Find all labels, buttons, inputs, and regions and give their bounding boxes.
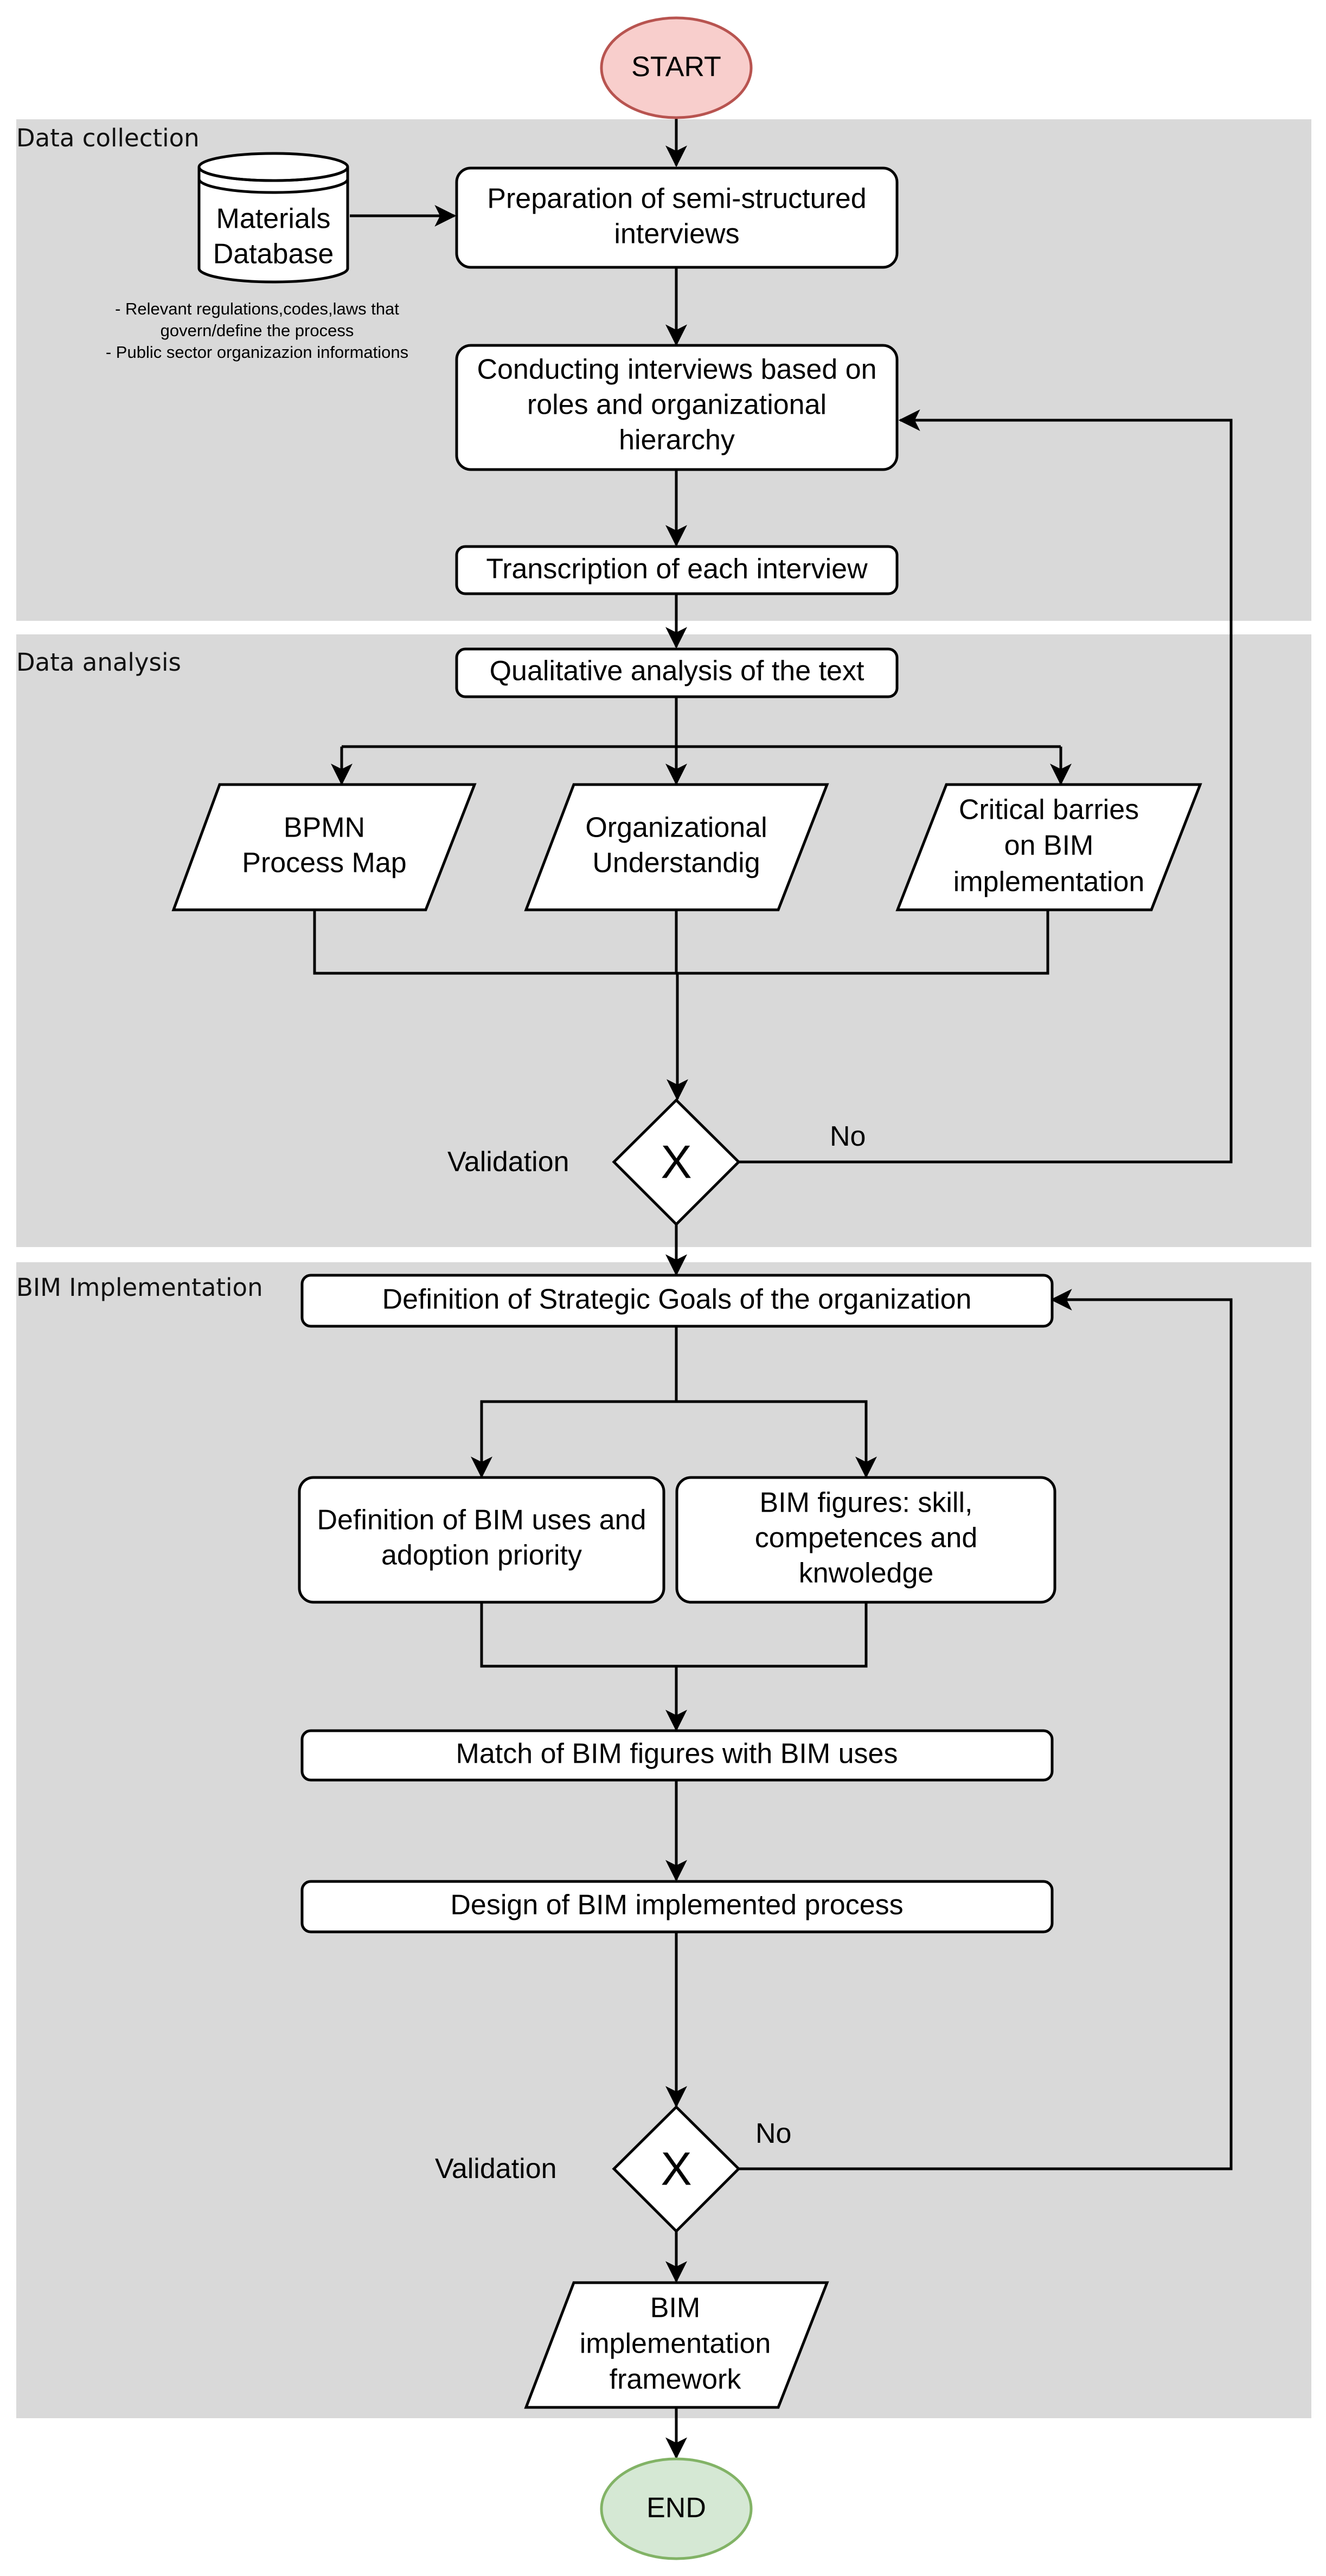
- bim-figures-line2: competences and: [755, 1523, 978, 1554]
- framework-line3: framework: [610, 2364, 742, 2395]
- start-node: START: [600, 16, 753, 119]
- gateway-x-icon: X: [661, 2143, 691, 2195]
- bim-figures-box: [675, 1476, 1056, 1604]
- conduct-interviews-node: Conducting interviews based on roles and…: [455, 344, 899, 471]
- gateway-diamond: [612, 2105, 741, 2233]
- end-node: END: [600, 2457, 753, 2560]
- bim-uses-line1: Definition of BIM uses and: [317, 1505, 646, 1536]
- design-label: Design of BIM implemented process: [450, 1890, 903, 1921]
- gateway-x-icon: X: [661, 1136, 691, 1189]
- no-label: No: [830, 1121, 866, 1152]
- validation-label: Validation: [435, 2153, 557, 2185]
- database-note: - Relevant regulations,codes,laws that g…: [106, 299, 408, 362]
- barriers-line3: implementation: [953, 866, 1145, 898]
- transcription-box: [455, 545, 899, 595]
- qual-analysis-label: Qualitative analysis of the text: [490, 656, 864, 687]
- framework-shape: [524, 2281, 829, 2409]
- bpmn-shape: [171, 783, 477, 911]
- section-bg: [16, 1262, 1311, 2418]
- bim-figures-line3: knwoledge: [799, 1558, 934, 1589]
- framework-line1: BIM: [650, 2292, 700, 2324]
- bim-uses-box: [298, 1476, 665, 1604]
- edge-merge-outputs: [313, 911, 1049, 975]
- conduct-line3: hierarchy: [619, 425, 735, 456]
- note-line2: govern/define the process: [161, 321, 354, 340]
- bim-figures-line1: BIM figures: skill,: [760, 1487, 973, 1519]
- note-line1: - Relevant regulations,codes,laws that: [115, 299, 399, 318]
- section-bim-implementation: BIM Implementation: [16, 1262, 1311, 2418]
- conduct-box: [455, 344, 899, 471]
- framework-line2: implementation: [580, 2328, 771, 2360]
- org-line1: Organizational: [585, 812, 767, 844]
- framework-node: BIM implementation framework: [524, 2281, 829, 2409]
- edge-validation1-no: [739, 409, 1233, 1164]
- no-label: No: [755, 2118, 791, 2149]
- end-label: END: [646, 2493, 706, 2524]
- database-icon: [197, 167, 349, 284]
- start-label: START: [631, 52, 721, 83]
- match-node: Match of BIM figures with BIM uses: [300, 1729, 1054, 1782]
- org-line2: Understandig: [592, 847, 760, 879]
- bim-figures-node: BIM figures: skill, competences and knwo…: [675, 1476, 1056, 1604]
- gateway-diamond: [612, 1098, 741, 1226]
- strategic-goals-box: [300, 1274, 1054, 1328]
- end-shape: [600, 2457, 753, 2560]
- prep-line2: interviews: [614, 219, 739, 250]
- validation-label: Validation: [447, 1146, 569, 1178]
- barriers-line1: Critical barries: [959, 794, 1139, 826]
- qual-analysis-box: [455, 647, 899, 698]
- edges: [313, 118, 1233, 2459]
- database-label-line2: Database: [213, 239, 334, 270]
- barriers-shape: [895, 783, 1202, 911]
- bim-uses-line2: adoption priority: [381, 1540, 582, 1571]
- prep-interviews-node: Preparation of semi-structured interview…: [455, 166, 899, 269]
- org-understanding-node: Organizational Understandig: [524, 783, 829, 911]
- section-title: BIM Implementation: [16, 1273, 263, 1302]
- conduct-line1: Conducting interviews based on: [477, 354, 876, 386]
- start-shape: [600, 16, 753, 119]
- critical-barriers-node: Critical barries on BIM implementation: [895, 783, 1202, 911]
- database-rim: [197, 166, 349, 194]
- database-label-line1: Materials: [216, 203, 331, 235]
- bim-uses-node: Definition of BIM uses and adoption prio…: [298, 1476, 665, 1604]
- section-title: Data collection: [16, 124, 200, 152]
- prep-line1: Preparation of semi-structured: [487, 183, 866, 215]
- design-box: [300, 1880, 1054, 1933]
- section-title: Data analysis: [16, 648, 181, 677]
- materials-database: Materials Database: [197, 152, 349, 284]
- strategic-goals-label: Definition of Strategic Goals of the org…: [382, 1284, 972, 1315]
- edge-goals-figures: [676, 1400, 877, 1479]
- bpmn-line2: Process Map: [242, 847, 406, 879]
- edge-validation2-no: [739, 1289, 1233, 2170]
- bpmn-line1: BPMN: [284, 812, 365, 844]
- barriers-line2: on BIM: [1004, 830, 1094, 862]
- match-box: [300, 1729, 1054, 1782]
- transcription-node: Transcription of each interview: [455, 545, 899, 595]
- strategic-goals-node: Definition of Strategic Goals of the org…: [300, 1274, 1054, 1328]
- validation-gateway-2: X Validation No: [435, 2105, 791, 2233]
- conduct-line2: roles and organizational: [527, 389, 827, 421]
- prep-box: [455, 166, 899, 269]
- edge-goals-split: [471, 1326, 678, 1479]
- match-label: Match of BIM figures with BIM uses: [456, 1738, 898, 1770]
- qual-analysis-node: Qualitative analysis of the text: [455, 647, 899, 698]
- design-node: Design of BIM implemented process: [300, 1880, 1054, 1933]
- transcription-label: Transcription of each interview: [486, 554, 868, 585]
- validation-gateway-1: X Validation No: [447, 1098, 866, 1226]
- edge-merge-match: [480, 1602, 868, 1668]
- note-line3: - Public sector organizazion information…: [106, 343, 408, 362]
- org-shape: [524, 783, 829, 911]
- bpmn-node: BPMN Process Map: [171, 783, 477, 911]
